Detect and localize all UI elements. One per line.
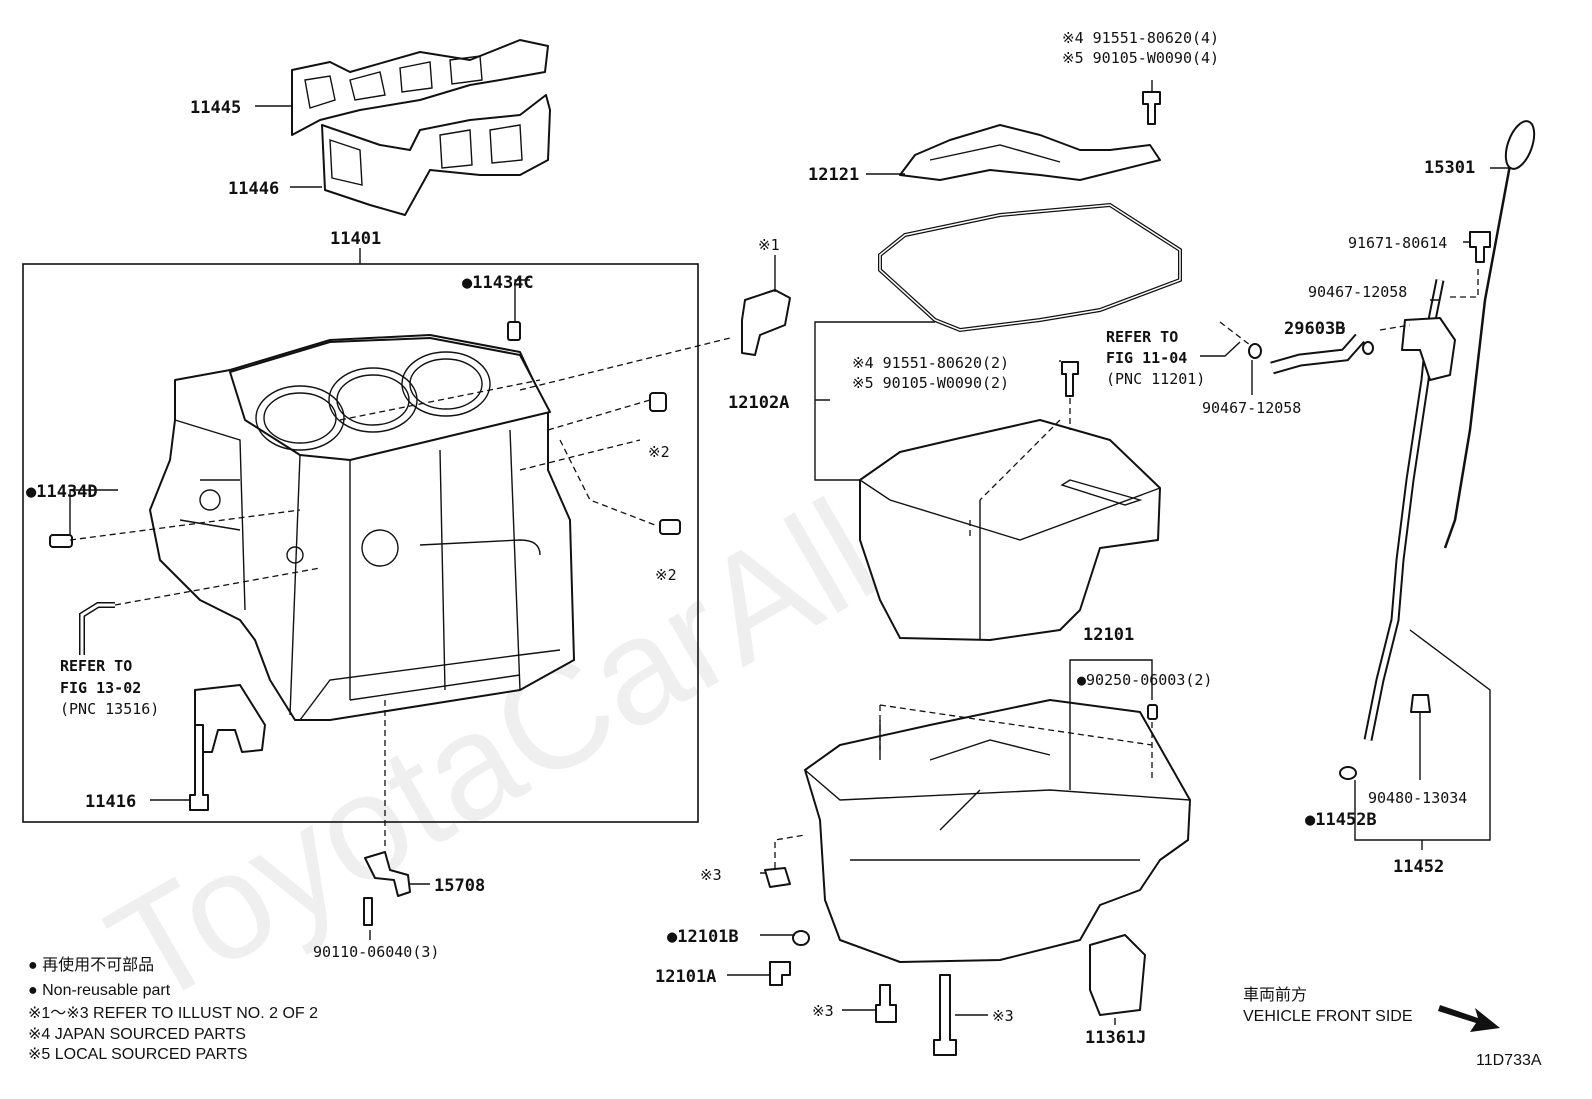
label-11434D[interactable]: ●11434D [26, 482, 98, 502]
label-mark1: ※1 [758, 236, 780, 254]
label-91671[interactable]: 91671-80614 [1348, 234, 1447, 252]
label-11434C[interactable]: ●11434C [462, 273, 534, 293]
label-11361J[interactable]: 11361J [1085, 1028, 1146, 1048]
label-mark2-lower: ※2 [655, 566, 677, 584]
callout-labels: 11445 11446 11401 ●11434C ●11434D ※1 ※2 … [26, 29, 1475, 1048]
front-side-en: VEHICLE FRONT SIDE [1243, 1008, 1413, 1025]
svg-text:REFER TO: REFER TO [60, 657, 132, 675]
oil-pan-12102A[interactable] [859, 419, 1161, 641]
label-90480[interactable]: 90480-13034 [1368, 789, 1467, 807]
insulator-11446[interactable] [321, 94, 551, 216]
bearing-cap[interactable] [194, 684, 266, 753]
oil-pan-12101[interactable] [804, 699, 1191, 963]
label-mark3-long-bolt: ※3 [992, 1007, 1014, 1025]
label-90467-upper[interactable]: 90467-12058 [1308, 283, 1407, 301]
front-side-jp: 車両前方 [1243, 986, 1307, 1004]
label-mark2-upper: ※2 [648, 443, 670, 461]
bolt-mark3-long[interactable] [933, 974, 957, 1056]
label-15301[interactable]: 15301 [1424, 158, 1475, 178]
dowel-90250[interactable] [1147, 704, 1158, 720]
o-ring-11452B[interactable] [1339, 766, 1357, 780]
label-11401[interactable]: 11401 [330, 229, 381, 249]
insulator-11445[interactable] [291, 39, 549, 136]
label-12102A[interactable]: 12102A [728, 393, 789, 413]
bracket-mark1[interactable] [741, 289, 791, 356]
bolt-mark3-left[interactable] [875, 984, 897, 1023]
plug-90480[interactable] [1410, 694, 1431, 713]
oil-jet-15708[interactable] [364, 851, 411, 897]
label-90250[interactable]: ●90250-06003(2) [1077, 671, 1212, 689]
legend-item: ● 再使用不可部品 [28, 956, 154, 974]
label-11445[interactable]: 11445 [190, 98, 241, 118]
ref-fig-11-04[interactable]: REFER TO FIG 11-04 (PNC 11201) [1106, 328, 1205, 388]
label-11452B[interactable]: ●11452B [1305, 810, 1377, 830]
svg-text:REFER TO: REFER TO [1106, 328, 1178, 346]
bearing-cap-bolt[interactable] [189, 724, 209, 811]
gasket-12101B[interactable] [792, 930, 810, 946]
label-top-japan[interactable]: ※4 91551-80620(4) [1062, 29, 1219, 47]
label-90110[interactable]: 90110-06040(3) [313, 943, 439, 961]
cylinder-block[interactable] [149, 334, 575, 721]
drain-plug-12101A[interactable] [769, 961, 791, 986]
label-top-local[interactable]: ※5 90105-W0090(4) [1062, 49, 1219, 67]
clip-90467-left[interactable] [1248, 343, 1262, 359]
label-90467-lower[interactable]: 90467-12058 [1202, 399, 1301, 417]
label-11446[interactable]: 11446 [228, 179, 279, 199]
bolt-91551-mid[interactable] [1061, 361, 1079, 397]
label-12101A[interactable]: 12101A [655, 967, 716, 987]
svg-text:(PNC 11201): (PNC 11201) [1106, 370, 1205, 388]
dipstick-15301[interactable] [1443, 164, 1512, 549]
legend-item: ※5 LOCAL SOURCED PARTS [28, 1046, 247, 1063]
label-12101B[interactable]: ●12101B [667, 927, 739, 947]
label-mid-japan[interactable]: ※4 91551-80620(2) [852, 354, 1009, 372]
legend-item: ● Non-reusable part [28, 982, 171, 999]
label-11416[interactable]: 11416 [85, 792, 136, 812]
svg-text:FIG 11-04: FIG 11-04 [1106, 349, 1187, 367]
plug-mark2-upper[interactable] [649, 392, 667, 412]
bolt-91551-top[interactable] [1142, 91, 1161, 125]
label-mid-local[interactable]: ※5 90105-W0090(2) [852, 374, 1009, 392]
plug-11434D[interactable] [49, 534, 73, 548]
label-11452[interactable]: 11452 [1393, 857, 1444, 877]
plug-mark2-lower[interactable] [659, 519, 681, 535]
plug-11434C[interactable] [507, 321, 521, 341]
label-15708[interactable]: 15708 [434, 876, 485, 896]
label-29603B[interactable]: 29603B [1284, 319, 1345, 339]
svg-text:(PNC 13516): (PNC 13516) [60, 700, 159, 718]
front-side-arrow [1438, 1005, 1500, 1032]
dipstick-handle[interactable] [1500, 117, 1540, 172]
cover-11361J[interactable] [1089, 934, 1146, 1016]
label-12121[interactable]: 12121 [808, 165, 859, 185]
legend: ● 再使用不可部品 ● Non-reusable part ※1～※3 REFE… [28, 956, 318, 1063]
ref-fig-13-02[interactable]: REFER TO FIG 13-02 (PNC 13516) [60, 657, 159, 718]
legend-item: ※1～※3 REFER TO ILLUST NO. 2 OF 2 [28, 1005, 318, 1022]
label-mark3-nut: ※3 [700, 866, 722, 884]
svg-text:FIG 13-02: FIG 13-02 [60, 679, 141, 697]
baffle-plate-12121[interactable] [899, 124, 1161, 181]
legend-item: ※4 JAPAN SOURCED PARTS [28, 1026, 246, 1043]
figure-id: 11D733A [1476, 1052, 1542, 1069]
clip-90467-right[interactable] [1362, 341, 1374, 355]
label-mark3-bolt: ※3 [812, 1002, 834, 1020]
nut-mark3[interactable] [764, 867, 791, 888]
label-12101[interactable]: 12101 [1083, 625, 1134, 645]
bolt-90110[interactable] [363, 897, 373, 926]
bolt-91671[interactable] [1469, 231, 1491, 263]
